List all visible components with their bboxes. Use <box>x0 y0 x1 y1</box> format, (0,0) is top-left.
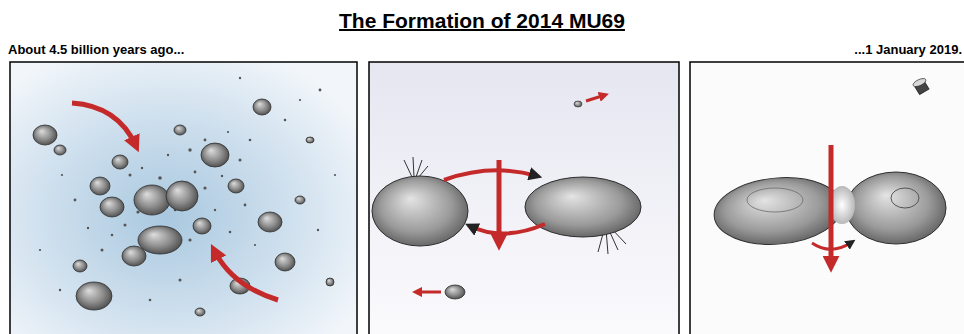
panel-frame <box>690 62 964 334</box>
planetesimal <box>258 212 282 232</box>
debris-dot <box>334 174 336 176</box>
planetesimal <box>174 125 186 135</box>
debris-dot <box>141 167 143 169</box>
planetesimal <box>253 99 271 115</box>
debris-dot <box>74 199 77 202</box>
debris-dot <box>194 171 197 174</box>
planetesimals <box>33 99 334 316</box>
planetesimal <box>134 185 170 215</box>
debris-dot <box>39 249 41 251</box>
planetesimal <box>228 179 244 193</box>
new-horizons-spacecraft <box>912 77 931 96</box>
panel-accretion <box>10 62 357 334</box>
debris-dot <box>229 231 232 234</box>
panel-background <box>690 62 964 334</box>
panel-frame <box>369 62 679 334</box>
planetesimal <box>90 177 110 195</box>
planetesimal <box>76 282 112 310</box>
debris-dot <box>244 204 247 207</box>
panel-background <box>369 62 679 334</box>
spin-arrow <box>812 242 852 249</box>
time-label: ...1 January 2019. <box>854 42 962 57</box>
small-body <box>574 101 582 107</box>
panel-background <box>10 62 357 334</box>
debris-dot <box>149 299 152 302</box>
debris-dot <box>221 175 223 177</box>
surface-feature <box>747 188 803 212</box>
lobe-ultima <box>372 176 468 246</box>
planetesimal <box>33 125 57 145</box>
infall-arrow <box>72 103 136 146</box>
debris-cloud <box>39 77 336 302</box>
crater <box>891 188 919 208</box>
outgassing-jet <box>404 157 428 178</box>
planetesimal <box>295 196 305 204</box>
debris-dot <box>203 186 206 189</box>
debris-dot <box>239 77 241 79</box>
debris-dot <box>87 227 89 229</box>
debris-dot <box>299 99 301 101</box>
escape-arrow <box>586 95 605 101</box>
debris-dot <box>239 159 242 162</box>
orbit-arrow <box>470 224 545 234</box>
panel-binary <box>369 62 679 334</box>
debris-dot <box>158 176 162 180</box>
planetesimal <box>73 260 87 272</box>
planetesimal <box>112 155 128 169</box>
diagram-title: The Formation of 2014 MU69 <box>339 9 625 33</box>
rotation-axis <box>497 160 502 244</box>
planetesimal <box>195 308 205 316</box>
debris-dot <box>214 209 216 211</box>
escape-arrow <box>416 291 441 294</box>
panel-contact-binary <box>690 62 964 334</box>
debris-dot <box>167 154 169 156</box>
small-body <box>445 285 465 299</box>
planetesimal <box>122 246 146 266</box>
time-label: About 4.5 billion years ago... <box>8 42 184 57</box>
planetesimal <box>306 137 314 143</box>
infall-arrow <box>214 250 278 300</box>
spacecraft-dish <box>912 77 927 88</box>
planetesimal <box>193 218 211 234</box>
planetesimal <box>54 145 66 155</box>
debris-dot <box>124 224 127 227</box>
planetesimal <box>275 253 295 271</box>
debris-dot <box>129 174 132 177</box>
debris-dot <box>101 249 104 252</box>
lobe-ultima <box>711 173 844 250</box>
debris-dot <box>319 89 322 92</box>
debris-dot <box>59 289 61 291</box>
jet-streak <box>404 160 412 177</box>
debris-dot <box>227 131 229 133</box>
panel-frame <box>10 62 357 334</box>
planetesimal <box>138 226 182 254</box>
debris-dot <box>254 244 256 246</box>
orbit-arrow <box>444 170 537 180</box>
planetesimal <box>166 181 198 211</box>
debris-dot <box>284 119 287 122</box>
lobe-thule <box>846 172 946 244</box>
jet-streak <box>413 157 414 177</box>
debris-dot <box>111 234 114 237</box>
debris-dot <box>204 139 207 142</box>
debris-dot <box>61 174 63 176</box>
lobe-thule <box>525 177 641 237</box>
planetesimal <box>100 197 124 217</box>
debris-dot <box>179 279 182 282</box>
planetesimal <box>201 143 229 167</box>
planetesimal <box>326 278 334 286</box>
debris-dot <box>188 238 191 241</box>
debris-dot <box>249 139 252 142</box>
debris-dot <box>317 229 319 231</box>
debris-dot <box>188 148 191 151</box>
